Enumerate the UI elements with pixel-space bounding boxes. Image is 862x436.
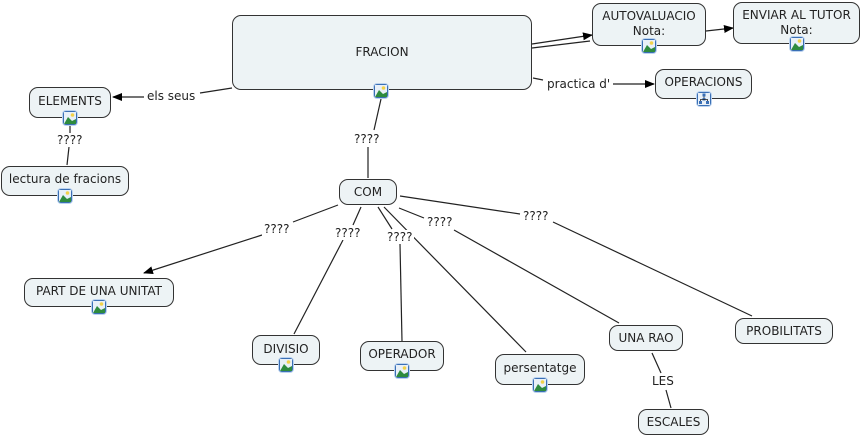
image-icon[interactable] (58, 189, 72, 203)
link-q-lectura (66, 146, 70, 166)
link-q-operador (399, 243, 403, 342)
link-label-fracion-com: ???? (352, 132, 382, 146)
link-com-q-operador (377, 206, 393, 230)
link-autovaluacio-enviar (705, 25, 734, 33)
concept-label: OPERACIONS (664, 75, 743, 89)
concept-escales[interactable]: ESCALES (638, 409, 709, 435)
link-com-q-divisio (352, 206, 362, 226)
concept-label: FRACION (355, 45, 409, 59)
link-com-q-unarao (398, 207, 425, 219)
link-fracion-q (373, 98, 382, 131)
link-q-unarao (453, 229, 620, 324)
concept-autovaluacio[interactable]: AUTOVALUACIO Nota: (592, 3, 706, 46)
link-com-q-part (292, 204, 339, 223)
link-fracion-practica (532, 77, 544, 81)
link-label-com-operador: ???? (385, 230, 415, 244)
link-q-divisio (293, 239, 344, 335)
concept-label: OPERADOR (368, 347, 436, 361)
link-label-els-seus: els seus (145, 89, 198, 103)
concept-sublabel: Nota: (632, 24, 666, 38)
concept-label: PROBILITATS (746, 323, 822, 338)
concept-label: COM (353, 184, 383, 199)
image-icon[interactable] (63, 111, 77, 125)
link-les-escales (665, 389, 672, 409)
concept-label: lectura de fracions (8, 172, 122, 186)
link-label-practica: practica d' (545, 77, 613, 91)
link-label-com-unarao: ???? (425, 215, 455, 229)
link-label-com-probilitats: ???? (521, 209, 551, 223)
image-icon[interactable] (395, 364, 409, 378)
link-fracion-elsseus (199, 87, 233, 94)
link-label-elements-lectura: ???? (55, 133, 85, 147)
concept-persentatge[interactable]: persentatge (495, 354, 585, 385)
image-icon[interactable] (279, 358, 293, 372)
link-label-com-divisio: ???? (333, 226, 363, 240)
image-icon[interactable] (642, 39, 656, 53)
image-icon[interactable] (533, 378, 547, 392)
link-fracion-autovaluacio-2 (531, 40, 591, 49)
image-icon[interactable] (374, 84, 388, 98)
link-q-part (143, 234, 263, 275)
concept-sublabel: Nota: (780, 23, 813, 37)
concept-label: DIVISIO (263, 342, 309, 356)
concept-part-de-una-unitat[interactable]: PART DE UNA UNITAT (24, 278, 174, 307)
concept-map-icon[interactable] (697, 92, 711, 106)
concept-label: ELEMENTS (38, 94, 102, 108)
concept-label: persentatge (503, 361, 577, 375)
link-label-com-part: ???? (262, 222, 292, 236)
concept-operacions[interactable]: OPERACIONS (655, 69, 752, 99)
link-q-probilitats (552, 221, 753, 317)
link-unarao-les (651, 352, 662, 374)
concept-label: UNA RAO (618, 330, 674, 345)
concept-probilitats[interactable]: PROBILITATS (735, 318, 833, 344)
concept-label: AUTOVALUACIO (602, 9, 696, 23)
concept-fracion[interactable]: FRACION (232, 15, 532, 90)
link-fracion-autovaluacio (531, 32, 593, 45)
image-icon[interactable] (790, 37, 804, 51)
link-com-q-probilitats (399, 195, 521, 215)
concept-label: PART DE UNA UNITAT (35, 284, 162, 298)
concept-label: ENVIAR AL TUTOR (742, 8, 851, 22)
image-icon[interactable] (92, 300, 106, 314)
concept-com[interactable]: COM (339, 179, 397, 205)
concept-label: ESCALES (646, 414, 701, 429)
concept-una-rao[interactable]: UNA RAO (609, 325, 683, 351)
link-com-persentatge (383, 206, 527, 353)
link-label-unarao-escales: LES (650, 374, 676, 388)
